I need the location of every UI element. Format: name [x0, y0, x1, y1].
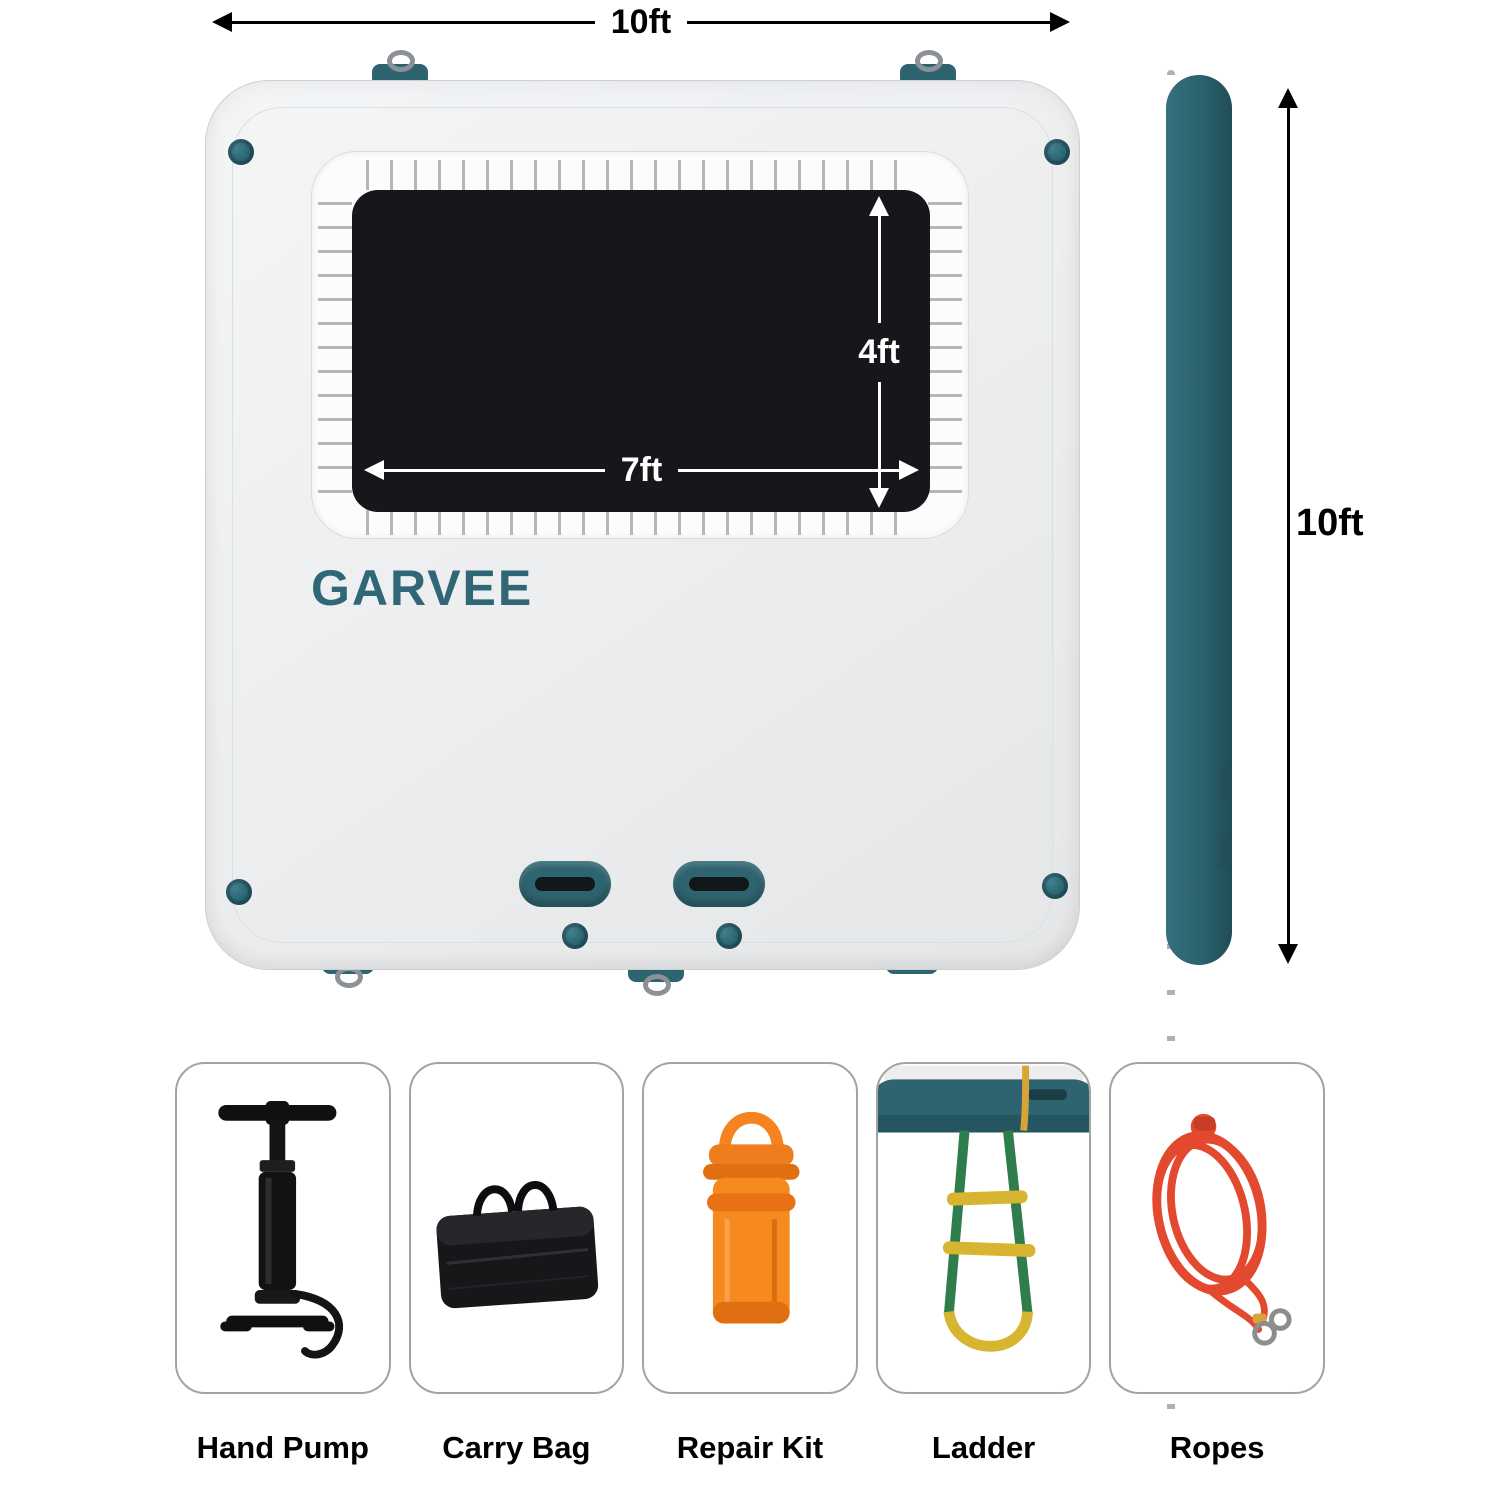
trampoline-platform-side-view: [1166, 75, 1232, 965]
accessory-label: Ladder: [931, 1430, 1036, 1465]
accessories-row: Hand Pump Carry Bag: [175, 1062, 1325, 1466]
arrowhead-up-icon: [869, 196, 889, 216]
dimension-mesh-height: 4ft: [849, 196, 909, 508]
arrowhead-right-icon: [899, 460, 919, 480]
carry-handle: [519, 861, 611, 907]
dimension-side-length-label: 10ft: [1294, 498, 1366, 549]
inflation-valve-icon: [226, 879, 252, 905]
accessory-label: Hand Pump: [196, 1430, 369, 1465]
trampoline-bed: 4ft 7ft: [311, 151, 969, 539]
arrowhead-left-icon: [212, 12, 232, 32]
accessory-card: [875, 1062, 1092, 1394]
accessory-label: Ropes: [1169, 1430, 1265, 1465]
inflation-valve-icon: [716, 923, 742, 949]
ladder-icon: [877, 1065, 1090, 1352]
dimension-line: [687, 20, 1050, 24]
d-ring-icon: [643, 974, 671, 996]
handle-slot: [689, 877, 749, 891]
side-seam: [1220, 835, 1230, 869]
dimension-side-length: [1276, 88, 1300, 964]
accessory-card: [642, 1062, 858, 1394]
accessory-card: [408, 1062, 625, 1394]
dimension-line: [232, 20, 595, 24]
accessory-hand-pump: Hand Pump: [175, 1062, 391, 1466]
arrowhead-right-icon: [1050, 12, 1070, 32]
accessory-carry-bag: Carry Bag: [408, 1062, 625, 1466]
accessory-label: Carry Bag: [442, 1430, 591, 1465]
hand-pump-icon: [218, 1101, 344, 1359]
dimension-mesh-width-label: 7ft: [620, 450, 663, 489]
trampoline-platform-top-view: 4ft 7ft GARVEE: [205, 80, 1080, 970]
accessory-card: [175, 1062, 391, 1394]
accessory-repair-kit: Repair Kit: [642, 1062, 858, 1466]
dimension-line: [877, 216, 881, 323]
springs-top: [366, 160, 914, 190]
ropes-icon: [1152, 1113, 1292, 1346]
dimension-line: [678, 468, 899, 472]
inflation-valve-icon: [1044, 139, 1070, 165]
arrowhead-left-icon: [364, 460, 384, 480]
arrowhead-down-icon: [869, 488, 889, 508]
dimension-top-width: 10ft: [212, 2, 1070, 42]
handle-slot: [535, 877, 595, 891]
arrowhead-down-icon: [1278, 944, 1298, 964]
springs-left: [318, 202, 352, 500]
dimension-line: [384, 468, 605, 472]
jump-mesh: 4ft 7ft: [352, 190, 930, 512]
dimension-mesh-height-label: 4ft: [858, 332, 900, 371]
accessory-ropes: Ropes: [1109, 1062, 1325, 1466]
repair-kit-icon: [703, 1111, 800, 1324]
brand-logo: GARVEE: [311, 560, 534, 616]
platform-inner-edge: [232, 107, 1053, 943]
accessory-label: Repair Kit: [676, 1430, 824, 1465]
accessory-ladder: Ladder: [875, 1062, 1092, 1466]
side-seam: [1220, 765, 1230, 799]
d-ring-icon: [915, 50, 943, 72]
dimension-line: [877, 381, 881, 488]
d-ring-icon: [387, 50, 415, 72]
accessory-card: [1109, 1062, 1325, 1394]
inflation-valve-icon: [1042, 873, 1068, 899]
carry-handle: [673, 861, 765, 907]
dimension-line: [1286, 108, 1290, 944]
inflation-valve-icon: [562, 923, 588, 949]
carry-bag-icon: [436, 1181, 598, 1309]
dimension-mesh-width: 7ft: [364, 448, 919, 492]
dimension-top-width-label: 10ft: [610, 2, 672, 41]
springs-right: [928, 202, 962, 500]
arrowhead-up-icon: [1278, 88, 1298, 108]
inflation-valve-icon: [228, 139, 254, 165]
springs-bottom: [366, 509, 914, 535]
